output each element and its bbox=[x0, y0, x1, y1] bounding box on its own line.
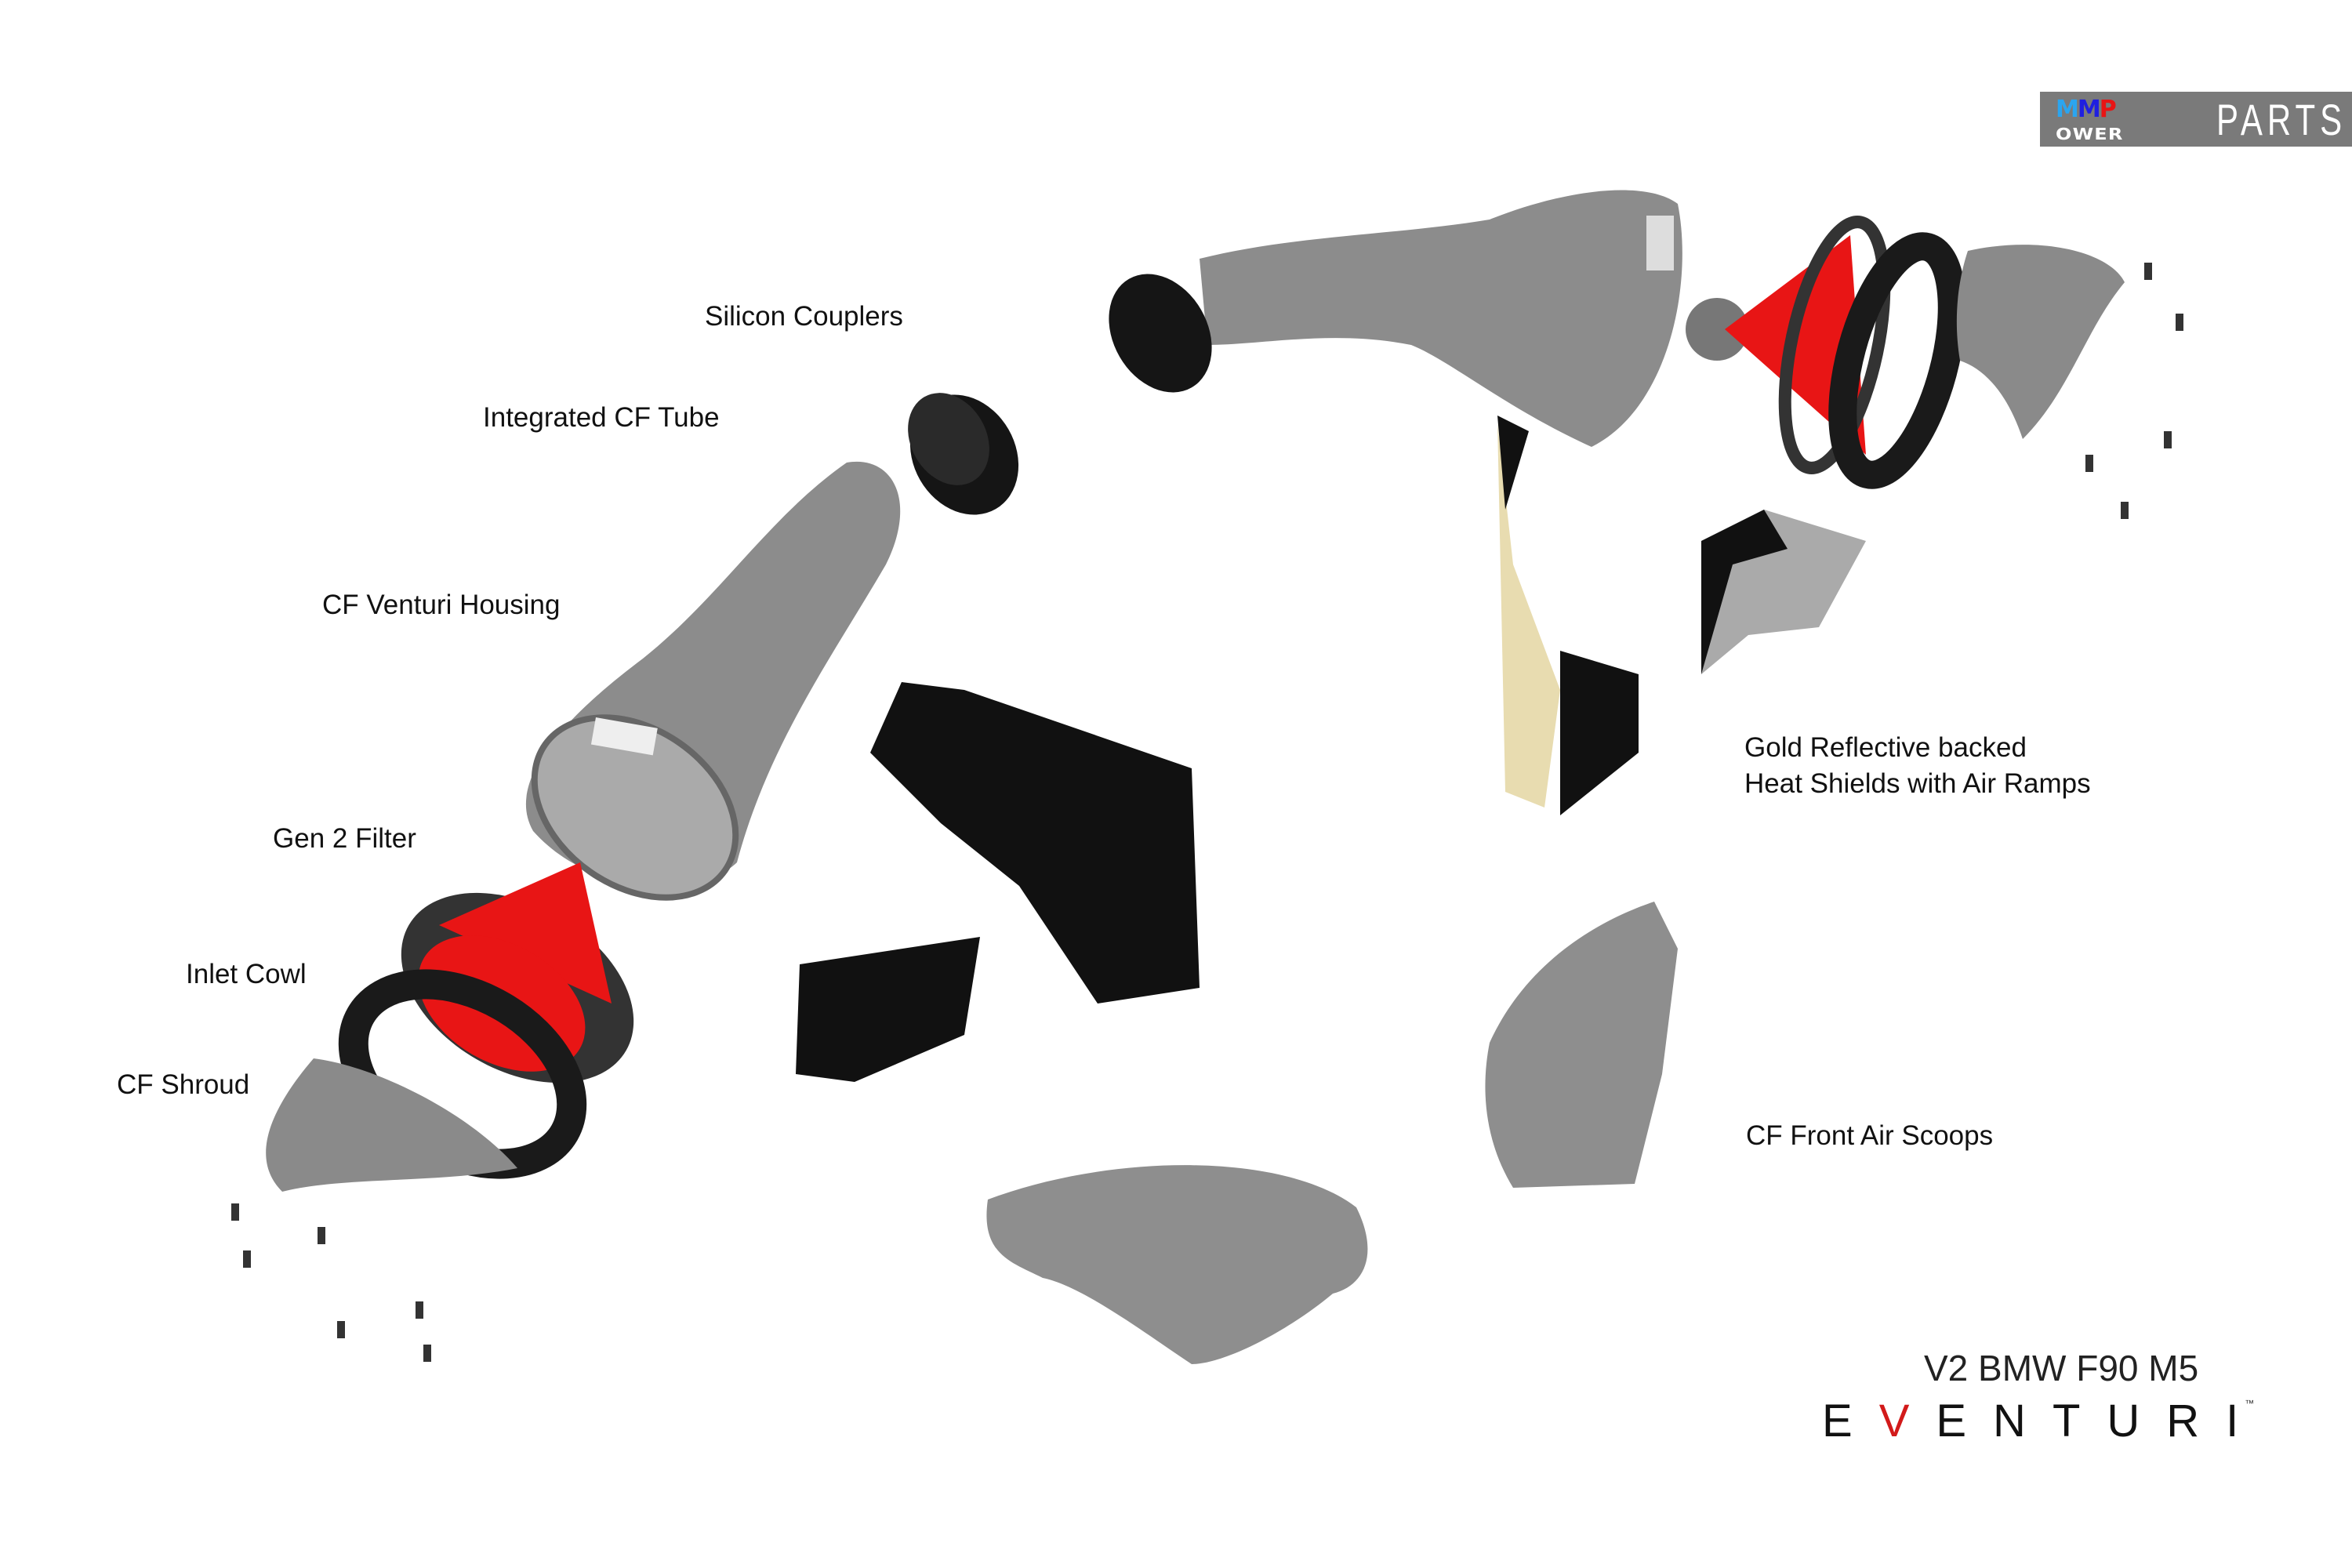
trademark: ™ bbox=[2245, 1398, 2255, 1409]
logo-mmp: MMP bbox=[2056, 96, 2117, 123]
screws-right bbox=[2085, 263, 2183, 519]
right-cf-shroud bbox=[1956, 245, 2125, 439]
model-name: V2 BMW F90 M5 bbox=[1924, 1348, 2199, 1388]
logo-letter: M bbox=[2056, 96, 2079, 123]
right-front-air-scoop bbox=[1485, 902, 1678, 1188]
logo-letter: M bbox=[2077, 96, 2101, 123]
left-filter bbox=[338, 862, 634, 1179]
label-silicon-couplers: Silicon Couplers bbox=[705, 301, 903, 332]
brand-e: E bbox=[1822, 1396, 1879, 1446]
right-cf-tube bbox=[1109, 190, 1682, 447]
label-cf-venturi-housing: CF Venturi Housing bbox=[322, 590, 561, 620]
left-cf-shroud bbox=[266, 1058, 517, 1192]
heat-shields-right bbox=[1497, 416, 1866, 815]
mmpower-parts-logo: MMP OWER PARTS bbox=[2040, 92, 2352, 147]
brand-rest: ENTURI bbox=[1936, 1396, 2266, 1446]
logo-letter: P bbox=[2099, 96, 2117, 123]
label-cf-front-air-scoops: CF Front Air Scoops bbox=[1746, 1120, 1994, 1151]
logo-ower: OWER bbox=[2056, 125, 2124, 143]
heat-shield-middle bbox=[796, 682, 1200, 1082]
label-heat-shields-line1: Gold Reflective backed bbox=[1744, 732, 2027, 763]
label-cf-shroud: CF Shroud bbox=[117, 1069, 250, 1100]
left-venturi-housing bbox=[525, 461, 901, 901]
label-gen2-filter: Gen 2 Filter bbox=[273, 823, 416, 854]
screws-left bbox=[231, 1203, 431, 1362]
eventuri-logo: EVENTURI™ bbox=[1822, 1399, 2254, 1444]
brand-v: V bbox=[1878, 1396, 1936, 1446]
label-inlet-cowl: Inlet Cowl bbox=[186, 959, 307, 989]
logo-parts: PARTS bbox=[2216, 95, 2347, 144]
label-integrated-cf-tube: Integrated CF Tube bbox=[483, 402, 720, 433]
bottom-front-air-scoop bbox=[986, 1165, 1368, 1364]
label-heat-shields-line2: Heat Shields with Air Ramps bbox=[1744, 768, 2091, 799]
right-filter bbox=[1686, 216, 1966, 489]
silicon-coupler-left bbox=[908, 393, 1019, 515]
